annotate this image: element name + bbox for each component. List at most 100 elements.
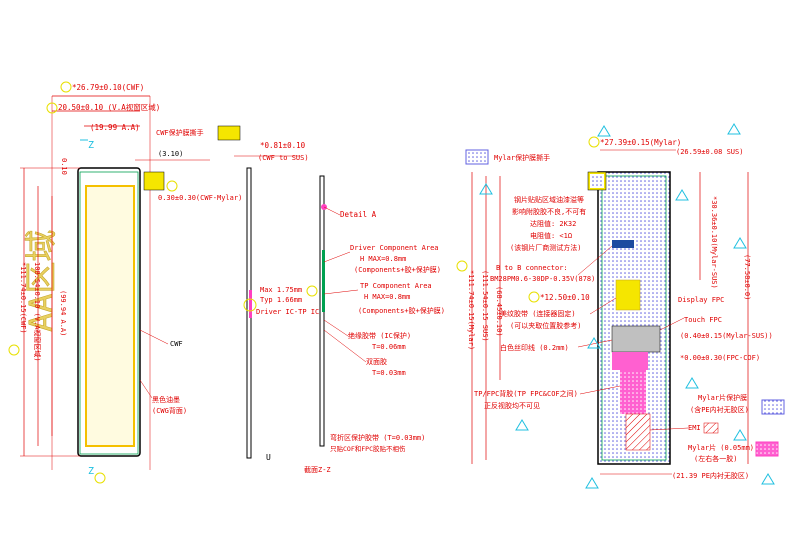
insulation-tape: 绝缘胶带 (IC保护)	[348, 331, 411, 340]
dim-total-width: *26.79±0.10(CWF)	[72, 83, 144, 92]
dim-aa-width: (19.99 A.A)	[90, 123, 140, 132]
section-label: 截面Z-Z	[304, 465, 331, 474]
fpc-pink-2	[620, 370, 646, 414]
dim-thickness: *0.81±0.10	[260, 141, 306, 150]
emi-area	[625, 413, 651, 451]
mylar-tab-legend	[465, 149, 489, 165]
mylar-005-sub: (左右各一胶)	[694, 454, 737, 463]
triangle-icon	[585, 477, 599, 489]
triangle-icon	[587, 337, 601, 349]
beauty-tape-label: 美纹胶带 (连接器固定)	[500, 309, 576, 318]
callout-marker	[166, 180, 178, 192]
driver-hmax: H MAX=0.8mm	[360, 255, 406, 263]
u-mark: U	[266, 453, 271, 462]
tp-components: (Components+胶+保护膜)	[358, 306, 445, 315]
back-view: Mylar保护膜撕手 *27.39±0.15(Mylar) (26.59±0.0…	[456, 123, 785, 489]
callout-marker	[588, 136, 600, 148]
b2b-connector	[612, 240, 634, 248]
leader-line	[589, 297, 617, 315]
beauty-tape-area	[615, 279, 641, 311]
double-tape: 双面胶	[366, 357, 387, 366]
triangle-markers	[479, 123, 775, 489]
leader-line	[323, 319, 349, 337]
dim-left-h2: (111.54±0.15 SUS)	[481, 270, 489, 342]
mylar-tab-pattern	[590, 174, 604, 188]
black-ink-label: 黑色油墨	[152, 395, 180, 404]
profile-ic-mark	[249, 290, 252, 318]
leader-line	[577, 339, 613, 348]
note-2: 影响附胶胶不良,不可有	[512, 207, 586, 216]
triangle-icon	[479, 183, 493, 195]
dim-right-height: (77.58±0.0)	[743, 254, 751, 300]
driver-components: (Components+胶+保护膜)	[354, 265, 441, 274]
leader-line	[649, 427, 689, 431]
insulation-tape-t: T=0.06mm	[372, 343, 406, 351]
front-view: *26.79±0.10(CWF) 20.50±0.10 (V.A视窗区域) (1…	[8, 81, 242, 484]
dim-left-h1: *111.74±0.15(Mylar)	[467, 270, 475, 350]
emi-legend	[703, 422, 719, 434]
beauty-tape-sub: (可以夹取位置胶参考)	[510, 321, 581, 330]
emi-label: EMI	[688, 424, 701, 432]
fpc-gray	[611, 325, 661, 353]
callout-marker	[528, 291, 540, 303]
typ-thickness: Typ 1.66mm	[260, 296, 302, 304]
leader-line	[139, 329, 169, 345]
cwf-tab-label: CWF保护膜撕手	[156, 128, 204, 137]
bend-tape: 弯折区保护胶带 (T=0.03mm)	[330, 433, 425, 442]
driver-area-label: Driver Component Area	[350, 244, 439, 252]
note-3: 达阻值: 2K32	[530, 219, 576, 228]
callout-marker	[94, 472, 106, 484]
driver-ic-label: Driver IC-TP IC	[256, 308, 319, 316]
dim-height-va: 108.54±0.10 (V.A视窗区域)	[33, 262, 42, 362]
callout-marker	[243, 298, 257, 312]
profile-component-green	[322, 250, 325, 312]
dim-left-top: 0.10	[60, 158, 68, 175]
triangle-icon	[761, 473, 775, 485]
dim-1250: *12.50±0.10	[540, 293, 590, 302]
dim-sus: (26.59±0.08 SUS)	[676, 148, 743, 156]
dim-mylar-height: *30.36±0.10(Mylar-SUS)	[710, 196, 718, 289]
triangle-icon	[515, 419, 529, 431]
max-thickness: Max 1.75mm	[260, 286, 302, 294]
leader-line	[323, 289, 359, 295]
leader-line	[577, 245, 613, 276]
leader-line	[323, 329, 367, 363]
touch-fpc-label: Touch FPC	[684, 316, 722, 324]
cwf-tab	[143, 171, 165, 191]
dim-000: *0.00±0.30(FPC-COF)	[680, 354, 760, 362]
mylar-protect-label: Mylar片保护膜	[698, 393, 747, 402]
side-view: *0.81±0.10 (CWF to SUS) Detail A Driver …	[234, 141, 445, 474]
tp-fpc-tape: TP/FPC背胶(TP FPC&COF之间)	[474, 389, 578, 398]
dim-left-h3: (68.45±0.10)	[495, 286, 503, 337]
callout-marker	[46, 102, 58, 114]
dim-height-aa: (99.94 A.A)	[59, 290, 67, 336]
cwf-tab-legend	[217, 125, 241, 141]
triangle-icon	[597, 125, 611, 137]
triangle-icon	[733, 429, 747, 441]
dim-030: 0.30±0.30(CWF-Mylar)	[158, 194, 242, 202]
triangle-icon	[685, 377, 699, 389]
leader-line	[139, 379, 153, 399]
section-mark-z-top: Z	[88, 140, 94, 151]
leader-line	[323, 251, 351, 263]
note-4: 电阻值: <1Ω	[530, 231, 572, 240]
dim-310: (3.10)	[158, 150, 183, 158]
dim-thickness-sub: (CWF to SUS)	[258, 154, 309, 162]
mylar-005-legend	[755, 441, 779, 457]
leader-line	[659, 317, 685, 331]
aa-area-label: AA区域	[22, 229, 60, 332]
panel-border-green	[79, 171, 139, 455]
callout-marker	[8, 344, 20, 356]
triangle-icon	[675, 189, 689, 201]
b2b-label: B to B connector:	[496, 264, 568, 272]
dim-height-total: *111.74±0.15(CWF)	[19, 262, 27, 334]
mylar-protect-sub: (含PE内衬无胶区)	[690, 405, 749, 414]
triangle-icon	[733, 237, 747, 249]
white-mark-label: 白色丝印线 (0.2mm)	[500, 343, 569, 352]
callout-marker	[306, 285, 318, 297]
dim-va-width: 20.50±0.10 (V.A视窗区域)	[58, 102, 160, 112]
tp-area-label: TP Component Area	[360, 282, 432, 290]
no-fold-note: 正反视胶均不可见	[484, 401, 540, 410]
b2b-part: BM28PM0.6-30DP-0.35V(878)	[490, 275, 595, 283]
